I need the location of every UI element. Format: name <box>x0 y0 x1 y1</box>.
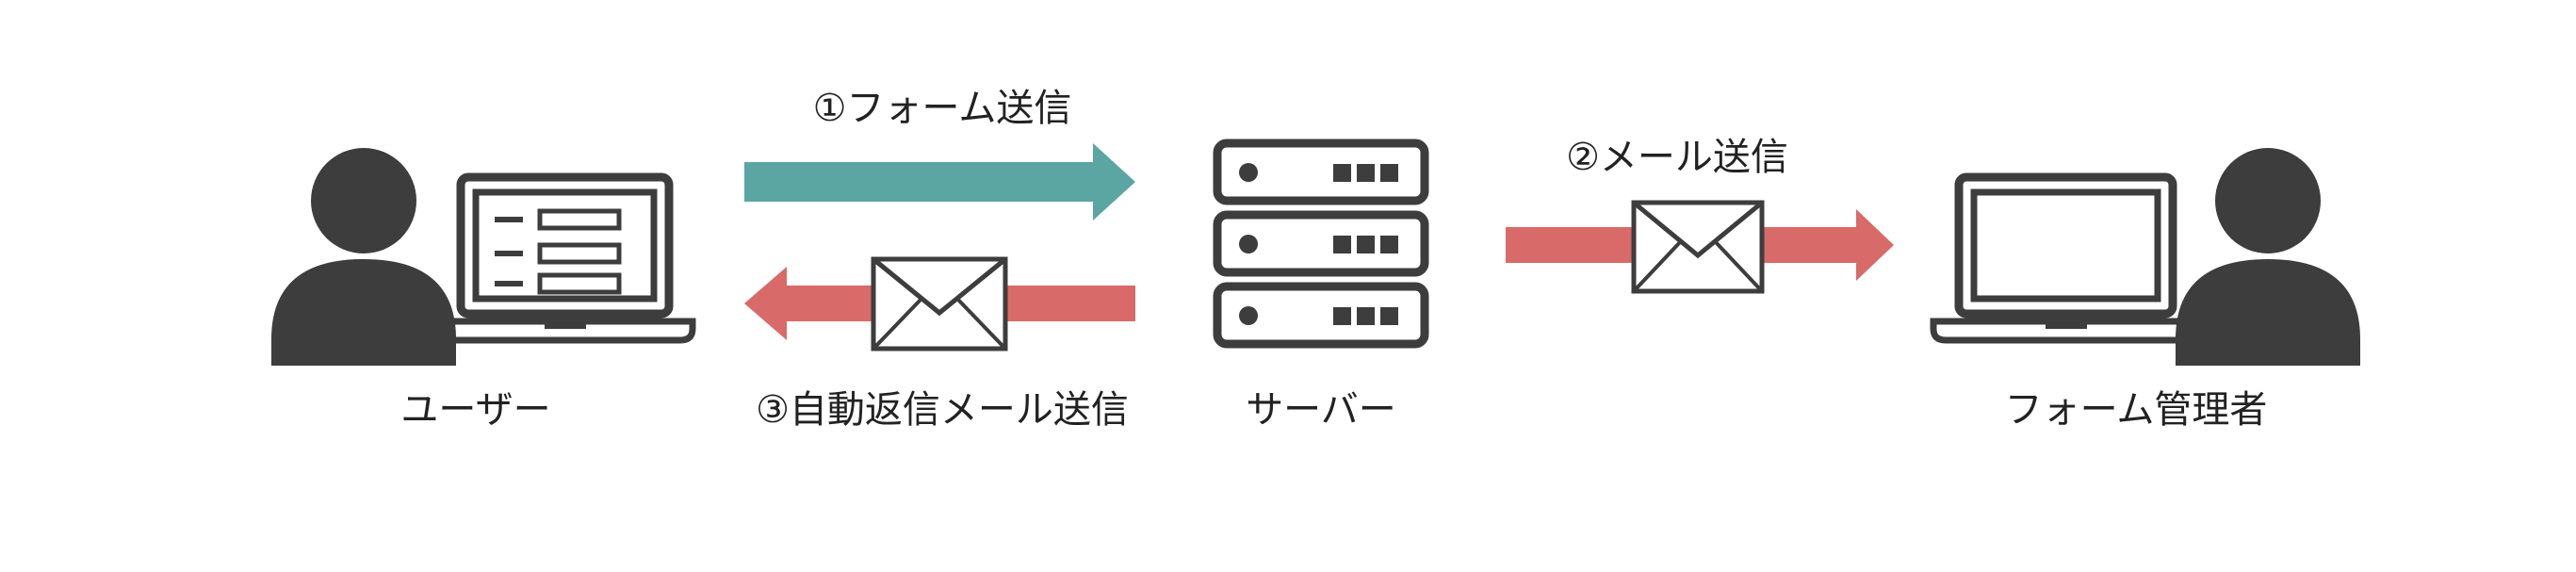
server-rack-icon <box>1213 139 1429 349</box>
person-icon <box>271 148 456 366</box>
server-label: サーバー <box>1246 388 1396 432</box>
server-unit <box>1213 210 1429 277</box>
server-node: サーバー <box>1213 139 1429 432</box>
laptop-icon <box>1930 172 2202 344</box>
user-node: ユーザー <box>271 148 696 432</box>
admin-node: フォーム管理者 <box>1930 148 2360 432</box>
laptop-form-icon <box>432 172 696 344</box>
user-label: ユーザー <box>400 388 550 432</box>
server-unit <box>1213 282 1429 349</box>
person-icon <box>2176 148 2360 366</box>
auto-reply-flow: ③自動返信メール送信 <box>744 256 1135 432</box>
form-send-arrow <box>744 143 1135 221</box>
form-send-flow: ①フォーム送信 <box>744 87 1135 221</box>
envelope-icon <box>871 256 1008 351</box>
auto-reply-label: ③自動返信メール送信 <box>756 388 1129 432</box>
mail-send-label: ②メール送信 <box>1566 136 1788 179</box>
server-unit <box>1213 139 1429 205</box>
mail-send-flow: ②メール送信 <box>1506 136 1894 294</box>
envelope-icon <box>1631 200 1765 294</box>
form-send-label: ①フォーム送信 <box>813 87 1072 130</box>
admin-label: フォーム管理者 <box>2005 388 2268 432</box>
form-fields-icon <box>495 208 622 295</box>
